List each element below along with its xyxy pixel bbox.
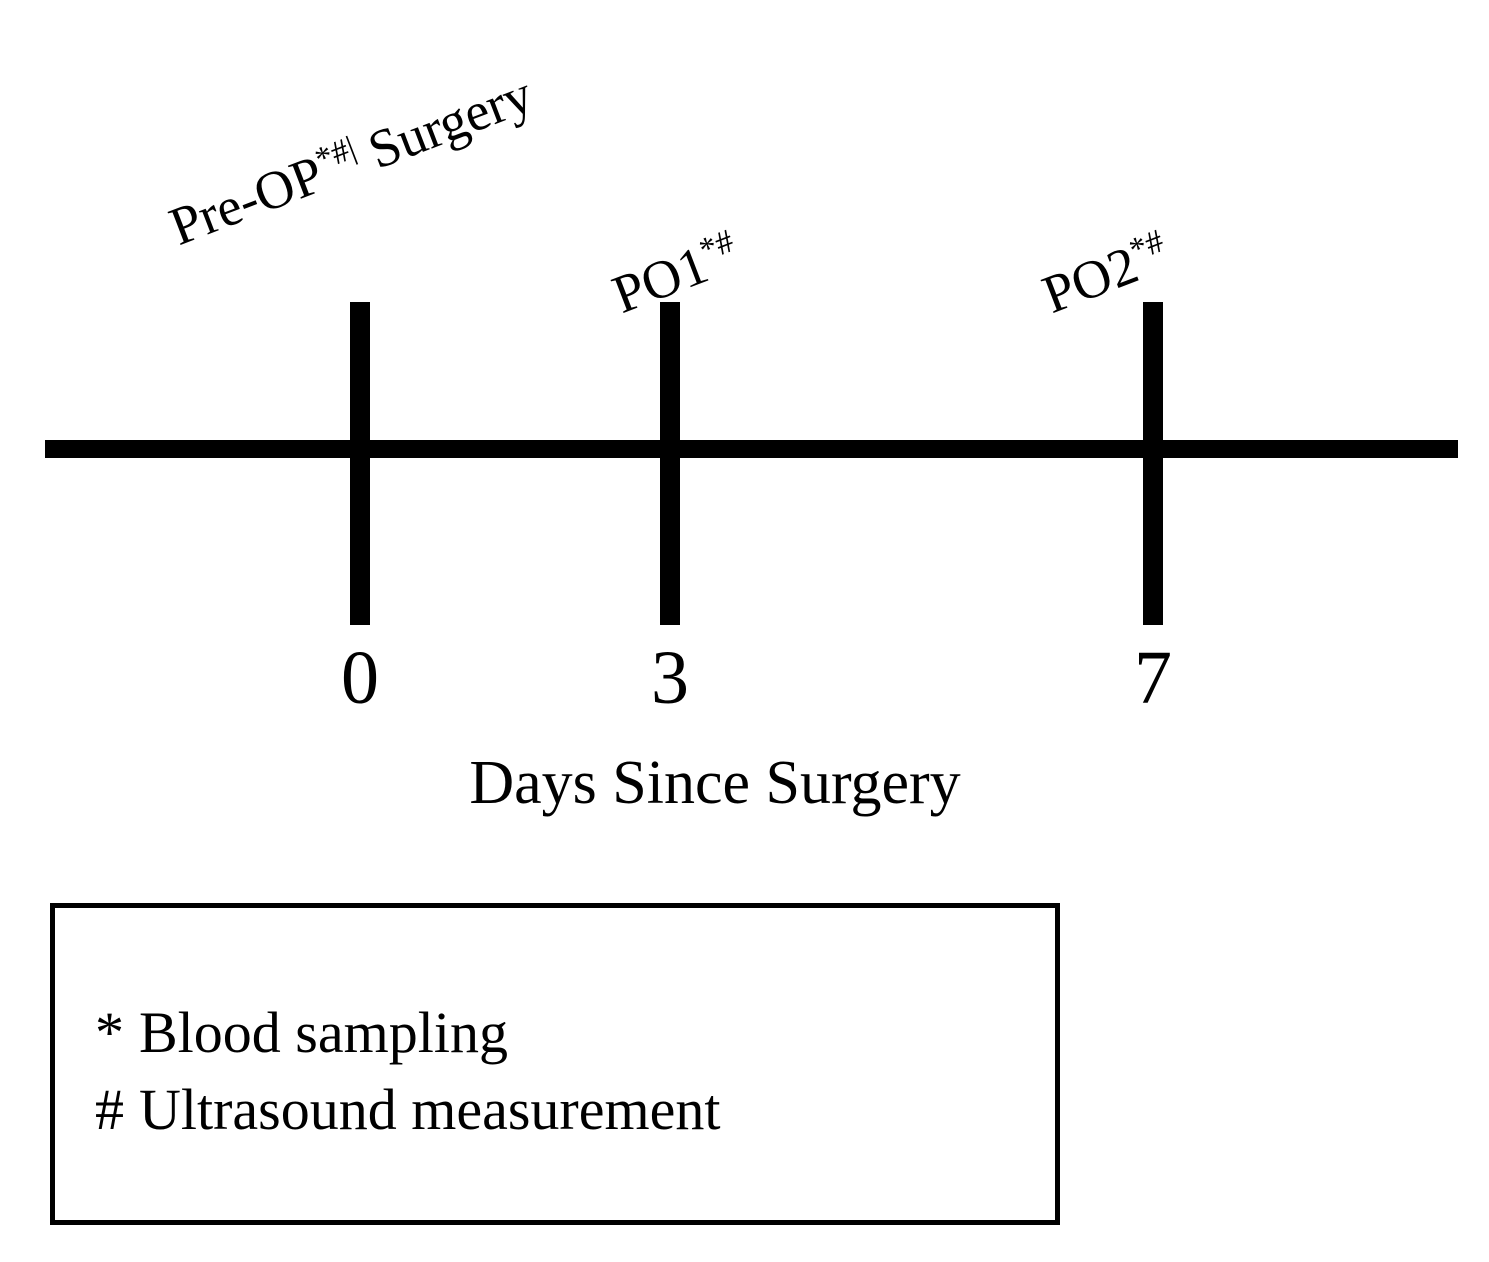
legend-box: *Blood sampling #Ultrasound measurement xyxy=(50,903,1060,1225)
tick-value-7: 7 xyxy=(1134,636,1172,720)
legend-item-ultrasound-measurement-text: Ultrasound measurement xyxy=(139,1077,721,1143)
timeline-axis-line xyxy=(45,440,1458,458)
timeline-tick-day-0 xyxy=(350,302,370,625)
asterisk-symbol-icon: * xyxy=(95,1000,124,1065)
tick-value-0: 0 xyxy=(341,636,379,720)
event-label-pre-op: Pre-OP*#| Surgery xyxy=(161,63,541,257)
tick-value-3: 3 xyxy=(651,636,689,720)
timeline-tick-day-3 xyxy=(660,302,680,625)
hash-symbol-icon: # xyxy=(95,1077,124,1143)
event-label-pre-op-text: Pre-OP xyxy=(161,143,332,257)
legend-item-ultrasound-measurement: #Ultrasound measurement xyxy=(95,1071,1045,1148)
timeline-tick-day-7 xyxy=(1143,302,1163,625)
legend-list: *Blood sampling #Ultrasound measurement xyxy=(95,994,1045,1148)
legend-item-blood-sampling: *Blood sampling xyxy=(95,994,1045,1071)
axis-title: Days Since Surgery xyxy=(469,749,961,817)
legend-item-blood-sampling-text: Blood sampling xyxy=(139,1000,508,1065)
event-label-pre-op-suffix: Surgery xyxy=(347,63,541,186)
